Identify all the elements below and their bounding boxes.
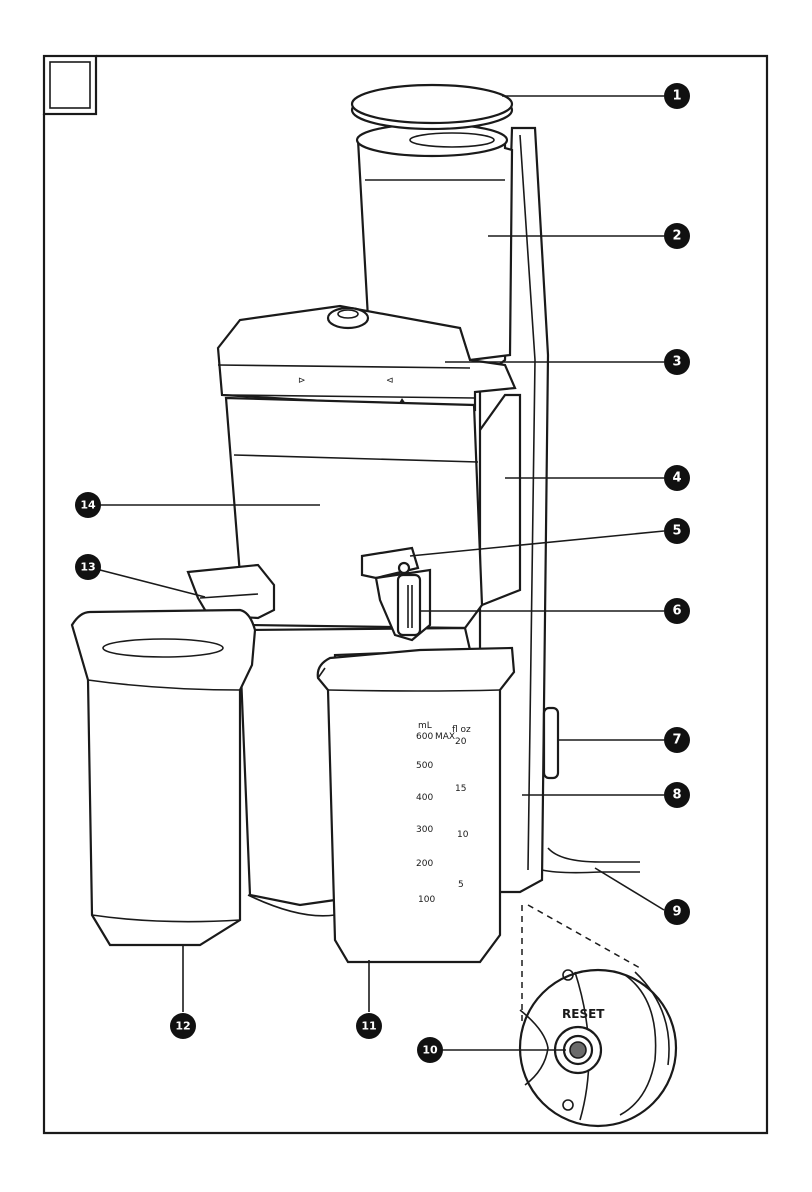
callout-8-label: 8	[672, 788, 681, 803]
scale-max-label: MAX	[435, 732, 455, 742]
reset-label: RESET	[562, 1007, 605, 1021]
callout-13: 13	[75, 554, 101, 580]
callout-7: 7	[664, 727, 690, 753]
scale-ml-600: 600	[416, 732, 433, 742]
safety-switch	[544, 708, 558, 778]
callout-14: 14	[75, 492, 101, 518]
callout-11: 11	[356, 1013, 382, 1039]
svg-text:⊲: ⊲	[386, 376, 394, 386]
callout-13-label: 13	[80, 561, 95, 574]
scale-floz-10: 10	[457, 830, 469, 840]
callout-10: 10	[417, 1037, 443, 1063]
juice-jug	[318, 648, 514, 962]
callout-2: 2	[664, 223, 690, 249]
callout-2-label: 2	[672, 229, 681, 244]
scale-ml-unit: mL	[418, 721, 432, 731]
scale-ml-300: 300	[416, 825, 433, 835]
callout-1-label: 1	[672, 89, 681, 104]
callout-10-label: 10	[422, 1044, 438, 1057]
callout-5-label: 5	[672, 524, 681, 539]
pulp-container	[72, 610, 255, 945]
callout-7-label: 7	[672, 733, 681, 748]
callout-6: 6	[664, 598, 690, 624]
callout-3: 3	[664, 349, 690, 375]
callout-5: 5	[664, 518, 690, 544]
callout-4: 4	[664, 465, 690, 491]
callout-12: 12	[170, 1013, 196, 1039]
scale-floz-15: 15	[455, 784, 466, 794]
scale-floz-5: 5	[458, 880, 464, 890]
scale-floz-20: 20	[455, 737, 467, 747]
callout-4-label: 4	[672, 471, 681, 486]
callout-11-label: 11	[361, 1020, 376, 1033]
scale-ml-500: 500	[416, 761, 433, 771]
scale-ml-100: 100	[418, 895, 435, 905]
reset-detail: RESET	[520, 905, 676, 1126]
svg-text:⊳: ⊳	[298, 376, 306, 386]
callout-8: 8	[664, 782, 690, 808]
callout-9-label: 9	[672, 905, 681, 920]
callout-12-label: 12	[175, 1020, 190, 1033]
callout-3-label: 3	[672, 355, 681, 370]
scale-ml-200: 200	[416, 859, 433, 869]
callout-9: 9	[664, 899, 690, 925]
power-cord	[542, 848, 640, 873]
reset-button	[570, 1042, 586, 1058]
chute-lid	[352, 85, 512, 129]
callout-6-label: 6	[672, 604, 681, 619]
callout-14-label: 14	[80, 499, 96, 512]
scale-ml-400: 400	[416, 793, 433, 803]
callout-1: 1	[664, 83, 690, 109]
